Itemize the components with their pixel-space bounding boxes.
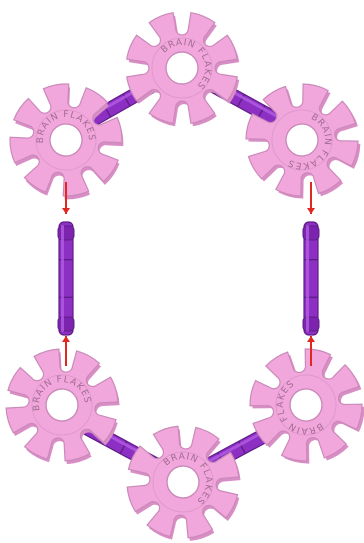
connector-left-vertical [58, 222, 74, 335]
flake-lower-right: BRAIN FLAKES [242, 341, 364, 472]
flake-upper-right: BRAIN FLAKES [240, 77, 364, 205]
arrow-lower-left [62, 336, 70, 366]
flake-bottom: BRAIN FLAKES [124, 423, 244, 543]
flake-lower-left: BRAIN FLAKES [1, 344, 125, 469]
flake-top: BRAIN FLAKES [127, 13, 240, 127]
connector-right-vertical [303, 222, 319, 335]
arrow-upper-right [307, 182, 315, 214]
